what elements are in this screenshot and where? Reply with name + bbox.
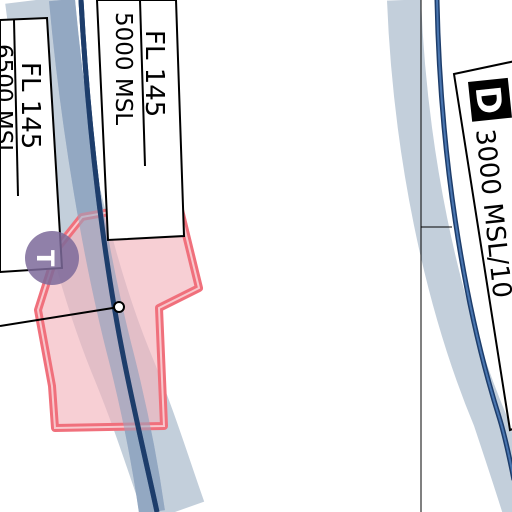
right-airspace-boundary xyxy=(387,0,512,512)
right-label-frame xyxy=(452,60,512,432)
class-badge xyxy=(468,77,512,122)
left-label-box: FL 145 6500 MSL xyxy=(0,16,64,274)
left-marker-letter: T xyxy=(31,250,59,267)
left-marker[interactable]: T xyxy=(25,231,79,285)
right-boundary-band xyxy=(387,0,512,512)
center-label-frame xyxy=(95,0,186,242)
right-boundary-line-highlight xyxy=(436,0,512,476)
left-boundary-line-overlay xyxy=(78,0,160,512)
left-label-line2: 6500 MSL xyxy=(0,44,16,157)
center-label-line2: 5000 MSL xyxy=(110,12,136,125)
center-label-box: FL 145 5000 MSL xyxy=(95,0,186,242)
waypoint-circle[interactable] xyxy=(113,301,125,313)
leader-line xyxy=(0,306,120,327)
left-label-divider xyxy=(13,19,19,197)
class-badge-letter: D xyxy=(467,84,510,116)
left-label-line1: FL 145 xyxy=(15,62,45,149)
center-label-divider xyxy=(139,0,146,167)
left-marker-circle[interactable] xyxy=(25,231,79,285)
